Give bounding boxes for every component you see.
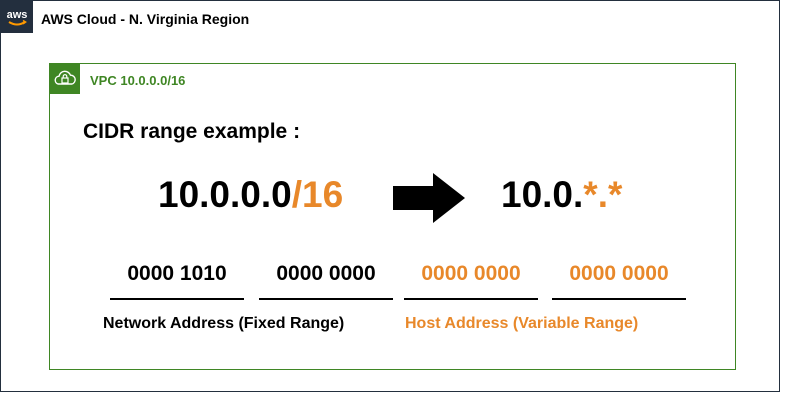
network-address-label: Network Address (Fixed Range) bbox=[103, 315, 345, 332]
cidr-notation: 10.0.0.0/16 bbox=[158, 176, 343, 213]
aws-logo-text: aws bbox=[7, 9, 28, 21]
right-arrow-icon bbox=[393, 173, 467, 228]
cidr-base: 10.0.0.0 bbox=[158, 174, 292, 215]
cidr-heading: CIDR range example : bbox=[83, 120, 301, 143]
octet-3-bits: 0000 0000 bbox=[421, 262, 521, 285]
vpc-lock-cloud-icon bbox=[50, 64, 80, 94]
range-wildcard-2: * bbox=[607, 174, 623, 215]
vpc-label: VPC 10.0.0.0/16 bbox=[90, 73, 186, 88]
aws-logo-icon: aws bbox=[1, 1, 33, 33]
octet-3-underline bbox=[404, 298, 538, 300]
range-wildcard-1: * bbox=[583, 174, 598, 215]
octet-4-bits: 0000 0000 bbox=[569, 262, 669, 285]
aws-cloud-group: aws AWS Cloud - N. Virginia Region VPC 1… bbox=[0, 0, 780, 392]
cidr-range-notation: 10.0.*.* bbox=[501, 176, 622, 213]
cloud-region-title: AWS Cloud - N. Virginia Region bbox=[41, 11, 250, 27]
octet-2-underline bbox=[259, 298, 393, 300]
octet-1-underline bbox=[110, 298, 244, 300]
vpc-group: VPC 10.0.0.0/16 CIDR range example : 10.… bbox=[49, 63, 736, 370]
octet-2-bits: 0000 0000 bbox=[276, 262, 376, 285]
range-fixed-part: 10.0. bbox=[501, 174, 584, 215]
octet-4-underline bbox=[552, 298, 686, 300]
host-address-label: Host Address (Variable Range) bbox=[405, 315, 639, 332]
octet-1-bits: 0000 1010 bbox=[127, 262, 227, 285]
cidr-prefix: /16 bbox=[291, 174, 344, 215]
range-dot: . bbox=[597, 174, 608, 215]
